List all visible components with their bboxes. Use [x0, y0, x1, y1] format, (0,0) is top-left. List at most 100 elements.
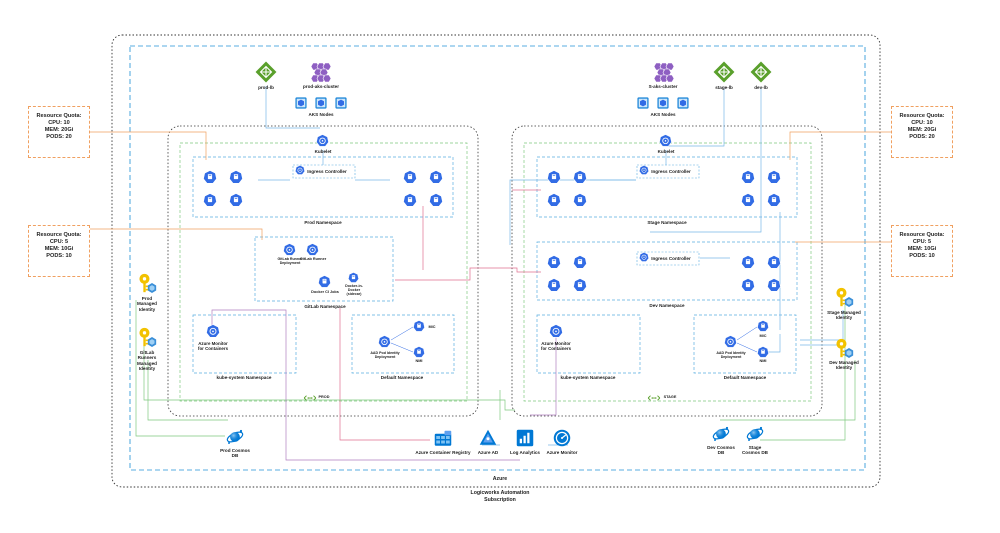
- stage-kubelet-label: Kubelet: [657, 149, 675, 154]
- stage-lb-label: stage-lb: [715, 85, 733, 90]
- prod-lb-icon: [255, 61, 277, 83]
- stage-quota-upper: Resource Quota: CPU: 10 MEM: 20Gi PODS: …: [891, 106, 953, 158]
- prod-nodes-label: AKS Nodes: [308, 112, 334, 117]
- prod-mic-label: MIC: [428, 325, 436, 329]
- stage-node-icon-1: [637, 97, 649, 109]
- monitor-icon: [553, 429, 571, 447]
- k8s-pod-icon: [403, 170, 417, 184]
- subscription-label-line1: Logicworks Automation: [470, 490, 530, 496]
- aad-icon: [479, 429, 497, 445]
- stage-namespace-label: Stage Namespace: [647, 220, 687, 225]
- quota-cpu: CPU: 5: [49, 238, 69, 245]
- k8s-pod-icon: [547, 193, 561, 207]
- stage-kube-namespace-box: [536, 314, 641, 374]
- stage-nmi-icon: [757, 346, 769, 358]
- stage-aad-pod-identity-icon: [724, 335, 737, 348]
- stage-aad-pod-identity-label: AAD Pod Identity Deployment: [716, 351, 746, 360]
- k8s-pod-icon: [573, 193, 587, 207]
- pod-links: [390, 326, 758, 353]
- k8s-pod-icon: [767, 278, 781, 292]
- prod-lb-label: prod-lb: [258, 85, 274, 90]
- prod-mic-icon: [413, 320, 425, 332]
- azure-label: Azure: [492, 476, 508, 482]
- prod-default-namespace-label: Default Namespace: [380, 375, 424, 380]
- acr-icon: [434, 430, 452, 446]
- prod-nmi-icon: [413, 346, 425, 358]
- stage-lb-icon: [713, 61, 735, 83]
- quota-pods: PODS: 20: [909, 133, 935, 140]
- quota-mem: MEM: 10Gi: [44, 245, 74, 252]
- prod-kube-namespace-box: [192, 314, 297, 374]
- k8s-pod-icon: [547, 255, 561, 269]
- stage-mic-icon: [757, 320, 769, 332]
- prod-managed-identity-icon: [139, 273, 157, 293]
- stage-cluster-boundary: [511, 125, 823, 417]
- quota-cpu: CPU: 10: [48, 119, 70, 126]
- prod-cosmos-icon: [226, 429, 244, 445]
- k8s-pod-icon: [741, 278, 755, 292]
- prod-vnet-label: PROD: [318, 395, 330, 399]
- quota-pods: PODS: 10: [909, 252, 935, 259]
- docker-in-docker-icon: [348, 272, 359, 283]
- k8s-pod-icon: [767, 193, 781, 207]
- k8s-pod-icon: [547, 170, 561, 184]
- k8s-pod-icon: [573, 170, 587, 184]
- aad-label: Azure AD: [477, 450, 499, 455]
- docker-ci-jobs-icon: [318, 275, 331, 288]
- stage-default-namespace-label: Default Namespace: [723, 375, 767, 380]
- prod-kubelet-label: Kubelet: [314, 149, 332, 154]
- stage-monitor-containers-icon: [549, 324, 563, 338]
- k8s-pod-icon: [573, 278, 587, 292]
- k8s-pod-icon: [741, 170, 755, 184]
- k8s-pod-icon: [229, 193, 243, 207]
- stage-cluster-label: S-aks-cluster: [648, 84, 678, 89]
- prod-node-icon-3: [335, 97, 347, 109]
- prod-managed-identity-label: Prod Managed Identity: [137, 296, 157, 312]
- prod-aad-pod-identity-label: AAD Pod Identity Deployment: [370, 351, 400, 360]
- prod-node-icon-2: [315, 97, 327, 109]
- k8s-pod-icon: [767, 170, 781, 184]
- gitlab-runner-label: GitLab Runner: [299, 257, 327, 261]
- stage-cosmos-label: Stage Cosmos DB: [741, 445, 769, 456]
- prod-cosmos-label: Prod Cosmos DB: [220, 448, 250, 459]
- quota-pods: PODS: 20: [46, 133, 72, 140]
- stage-cosmos-icon: [746, 426, 764, 442]
- subscription-boundary: [111, 34, 881, 488]
- quota-mem: MEM: 20Gi: [44, 126, 74, 133]
- stage-nmi-label: NMI: [759, 359, 767, 363]
- k8s-pod-icon: [203, 193, 217, 207]
- stage-vnet-icon: [647, 395, 661, 401]
- prod-quota-lower: Resource Quota: CPU: 5 MEM: 10Gi PODS: 1…: [28, 225, 90, 277]
- quota-pods: PODS: 10: [46, 252, 72, 259]
- stage-aks-cluster-icon: [653, 62, 675, 82]
- k8s-pod-icon: [767, 255, 781, 269]
- prod-namespace-box: [192, 156, 454, 218]
- stage-nodes-label: AKS Nodes: [650, 112, 676, 117]
- prod-cluster-label: prod-aks-cluster: [303, 84, 339, 89]
- quota-title: Resource Quota:: [36, 113, 82, 119]
- stage-ingress-label: Ingress Controller: [651, 169, 691, 174]
- log-analytics-icon: [516, 429, 534, 447]
- stage-ingress-box: [636, 164, 700, 179]
- quota-title: Resource Quota:: [899, 232, 945, 238]
- prod-quota-upper: Resource Quota: CPU: 10 MEM: 20Gi PODS: …: [28, 106, 90, 158]
- prod-monitor-containers-icon: [206, 324, 220, 338]
- k8s-pod-icon: [429, 193, 443, 207]
- k8s-pod-icon: [403, 193, 417, 207]
- prod-node-icon-1: [295, 97, 307, 109]
- stage-mic-label: MIC: [759, 334, 767, 338]
- quota-title: Resource Quota:: [899, 113, 945, 119]
- dev-cosmos-icon: [712, 426, 730, 442]
- gitlab-namespace-box: [254, 236, 394, 302]
- monitor-label: Azure Monitor: [546, 450, 578, 455]
- stage-namespace-box: [536, 156, 798, 218]
- dev-lb-label: dev-lb: [754, 85, 768, 90]
- stage-managed-identity-label: Stage Managed Identity: [827, 310, 861, 321]
- dev-lb-icon: [750, 61, 772, 83]
- gitlab-runner-deployment-icon: [283, 243, 296, 256]
- dev-ingress-label: Ingress Controller: [651, 256, 691, 261]
- prod-vnet-boundary: [179, 142, 468, 402]
- quota-title: Resource Quota:: [36, 232, 82, 238]
- docker-in-docker-label: Docker-in-Docker (sidecar): [345, 284, 363, 297]
- prod-default-namespace-box: [351, 314, 455, 374]
